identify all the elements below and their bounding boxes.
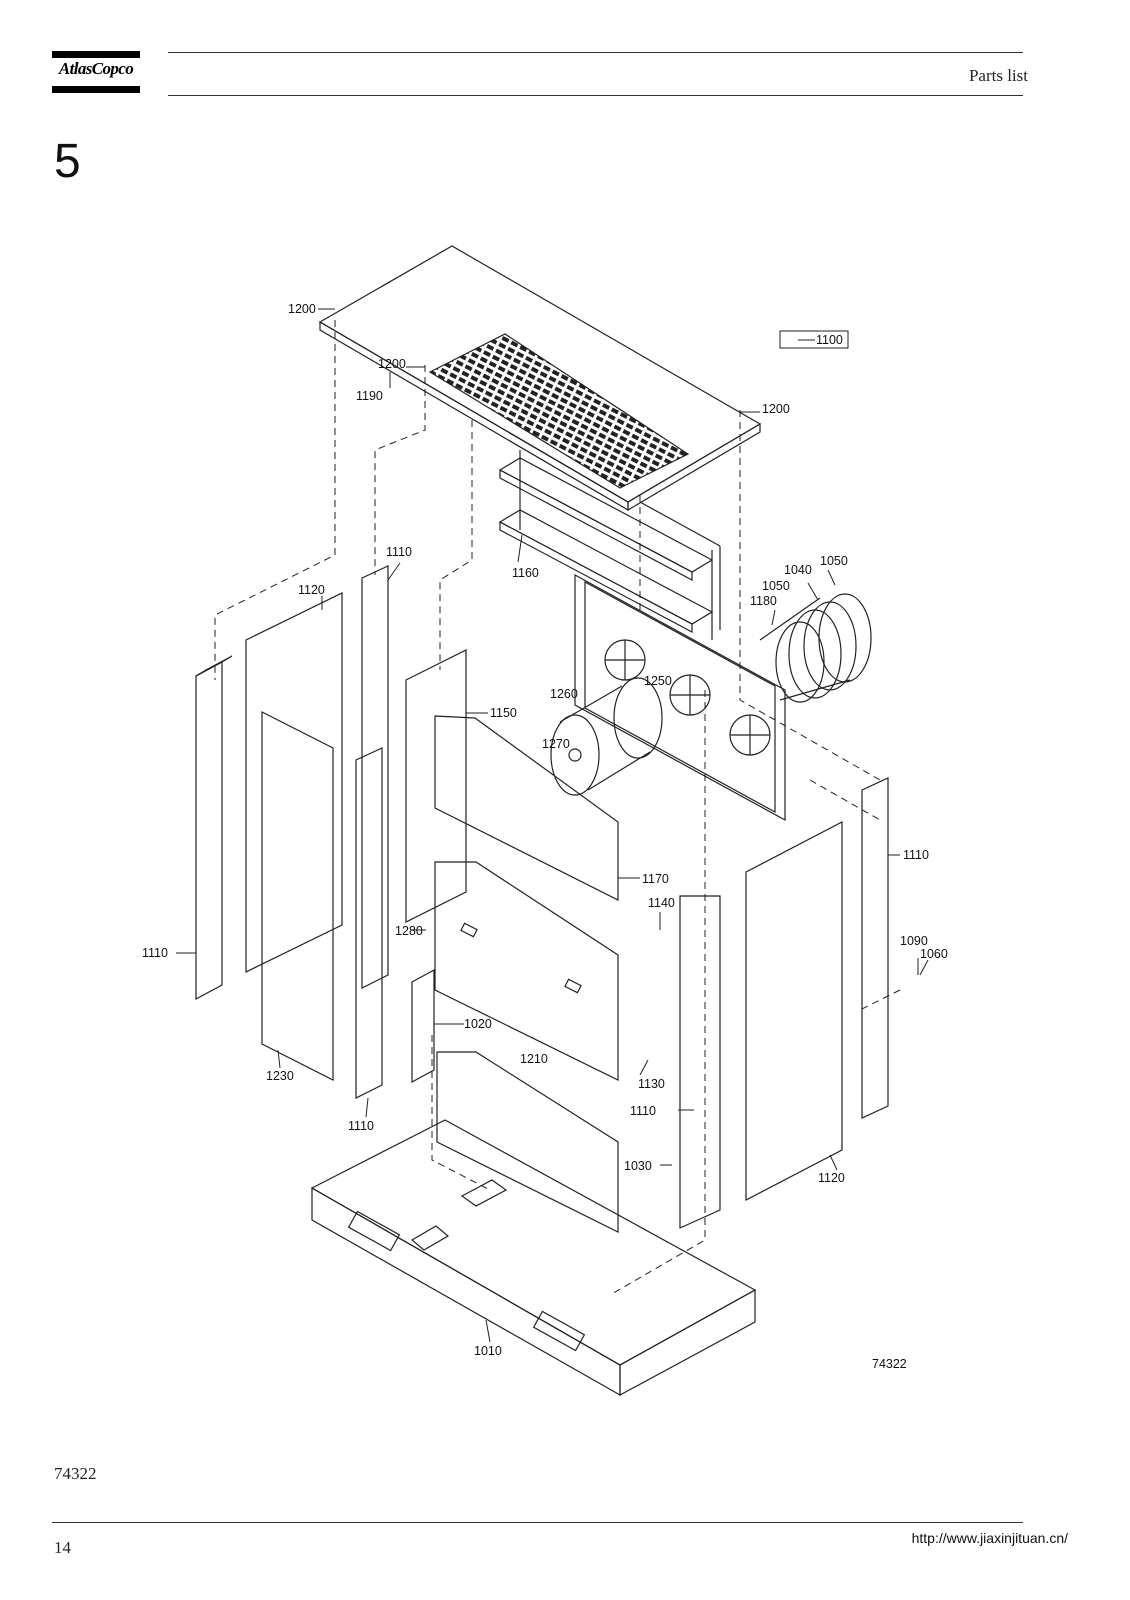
document-number: 74322	[54, 1464, 97, 1483]
callout-1110-bottom: 1110	[348, 1119, 374, 1133]
logo-wordmark: AtlasCopco	[58, 59, 134, 78]
logo-bar-bottom	[52, 86, 140, 93]
part-1170-front-panel-top	[434, 715, 619, 901]
part-1040-duct	[759, 593, 872, 703]
callout-1030: 1030	[624, 1159, 652, 1173]
callout-1090: 1090	[900, 934, 928, 948]
callout-1050-a: 1050	[820, 554, 848, 568]
header-rule-top	[168, 52, 1023, 53]
callout-1110-left: 1110	[142, 946, 168, 960]
callout-1160: 1160	[512, 566, 539, 580]
part-1140-front-panel-mid	[434, 861, 619, 1081]
part-1020-post-small	[411, 968, 435, 1084]
callout-1060: 1060	[920, 947, 948, 961]
callout-1020: 1020	[464, 1017, 492, 1031]
callout-1190: 1190	[356, 389, 383, 403]
callout-1260: 1260	[550, 687, 578, 701]
callout-1040: 1040	[784, 563, 812, 577]
assembly-dashed-lines	[214, 320, 901, 1296]
part-1110-post-front-left	[355, 747, 383, 1099]
part-1210-front-panel-bottom	[436, 1051, 619, 1233]
callout-1180: 1180	[750, 594, 777, 608]
part-1110-post-left	[195, 660, 223, 1001]
callout-1210: 1210	[520, 1052, 548, 1066]
footer-url: http://www.jiaxinjituan.cn/	[911, 1530, 1068, 1546]
atlas-copco-logo: AtlasCopco	[52, 51, 140, 93]
callout-leader-lines	[176, 308, 929, 1343]
part-1260-filter	[550, 677, 663, 796]
part-1120-side-panel-right	[745, 821, 843, 1201]
callout-1120-left: 1120	[298, 583, 325, 597]
page-title: Parts list	[968, 66, 1028, 85]
part-1150-panel	[405, 649, 467, 923]
callout-1050-b: 1050	[762, 579, 790, 593]
part-1110-post-front-right	[679, 895, 721, 1229]
callout-1140: 1140	[648, 896, 675, 910]
part-1110-post-mid-left	[361, 565, 389, 989]
callout-1100: 1100	[816, 333, 843, 347]
callout-1150: 1150	[490, 706, 517, 720]
callout-1120-right: 1120	[818, 1171, 845, 1185]
callout-1200-c: 1200	[762, 402, 790, 416]
part-1180-back-panel	[574, 573, 786, 822]
callout-1110-front: 1110	[630, 1104, 656, 1118]
header-rule-bottom	[168, 95, 1023, 96]
callout-1110-top: 1110	[386, 545, 412, 559]
callout-1010: 1010	[474, 1344, 502, 1358]
callout-1280: 1280	[395, 924, 423, 938]
logo-bar-top	[52, 51, 140, 58]
callout-1250: 1250	[644, 674, 672, 688]
part-1120-side-panel-left	[245, 592, 343, 973]
callout-1270: 1270	[542, 737, 570, 751]
callout-1200-b: 1200	[378, 357, 406, 371]
part-1010-base-frame	[310, 1119, 757, 1397]
callout-1110-right: 1110	[903, 848, 929, 862]
section-number: 5	[54, 135, 81, 188]
callout-1170: 1170	[642, 872, 669, 886]
callout-1230: 1230	[266, 1069, 294, 1083]
page-number: 14	[54, 1538, 71, 1557]
callout-1200-a: 1200	[288, 302, 316, 316]
part-1160-shelves	[498, 450, 721, 640]
callout-labels: 1200 1200 1200 1190 1100 1110 1120 1160 …	[142, 302, 948, 1371]
part-1110-post-right	[861, 777, 889, 1119]
part-1190-roof-panel	[318, 245, 762, 512]
callout-1130: 1130	[638, 1077, 665, 1091]
footer-rule	[52, 1522, 1023, 1523]
part-1230-door-left	[261, 711, 334, 1081]
figure-id: 74322	[872, 1357, 907, 1371]
